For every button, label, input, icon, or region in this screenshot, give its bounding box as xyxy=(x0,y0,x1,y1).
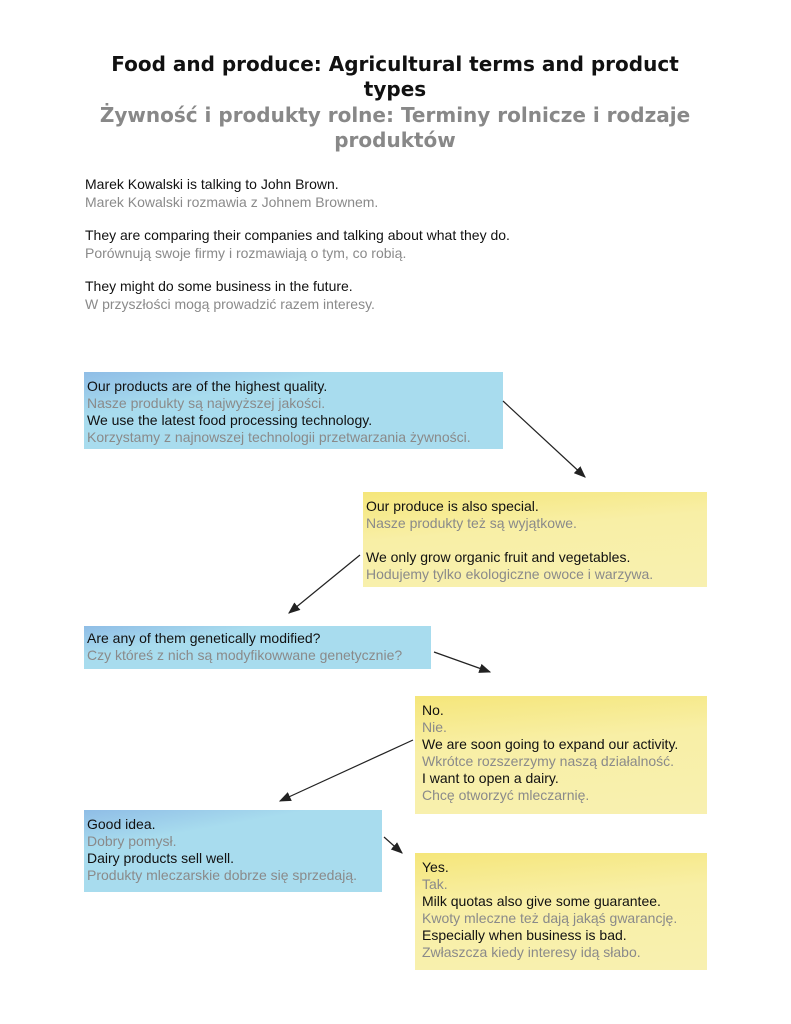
line-en: Are any of them genetically modified? xyxy=(87,630,321,646)
line-pl: Nasze produkty są najwyższej jakości. xyxy=(87,395,326,411)
line-en: Yes. xyxy=(422,859,449,875)
intro-en: They might do some business in the futur… xyxy=(85,278,353,294)
title-english: Food and produce: Agricultural terms and… xyxy=(111,52,679,101)
line-pl: Nie. xyxy=(422,719,447,735)
line-en: Milk quotas also give some guarantee. xyxy=(422,893,661,909)
speech-box-2: Our produce is also special. Nasze produ… xyxy=(363,492,707,587)
line-pl: Korzystamy z najnowszej technologii prze… xyxy=(87,429,471,445)
arrow-5 xyxy=(383,836,403,854)
line-pl: Tak. xyxy=(422,876,448,892)
speech-box-6: Yes. Tak. Milk quotas also give some gua… xyxy=(415,853,707,970)
speech-box-3: Are any of them genetically modified? Cz… xyxy=(84,626,431,669)
line-pl: Czy któreś z nich są modyfikowwane genet… xyxy=(87,647,403,663)
line-en: We are soon going to expand our activity… xyxy=(422,736,679,752)
arrow-1 xyxy=(502,400,586,478)
line-en: Our produce is also special. xyxy=(366,498,539,514)
line-en: I want to open a dairy. xyxy=(422,770,559,786)
intro-3: They might do some business in the futur… xyxy=(85,277,375,313)
line-pl: Zwłaszcza kiedy interesy idą słabo. xyxy=(422,944,641,960)
line-en: No. xyxy=(422,702,444,718)
line-pl: Hodujemy tylko ekologiczne owoce i warzy… xyxy=(366,566,654,582)
line-en: Our products are of the highest quality. xyxy=(87,378,328,394)
arrow-3 xyxy=(433,651,492,673)
intro-en: They are comparing their companies and t… xyxy=(85,227,510,243)
line-pl: Kwoty mleczne też dają jakąś gwarancję. xyxy=(422,910,678,926)
line-en: We use the latest food processing techno… xyxy=(87,412,373,428)
title-polish: Żywność i produkty rolne: Terminy rolnic… xyxy=(99,103,691,152)
intro-pl: Porównują swoje firmy i rozmawiają o tym… xyxy=(85,245,407,261)
speech-box-4: No. Nie. We are soon going to expand our… xyxy=(415,696,707,814)
speech-box-1: Our products are of the highest quality.… xyxy=(84,372,503,449)
intro-1: Marek Kowalski is talking to John Brown.… xyxy=(85,175,378,211)
arrow-2 xyxy=(288,554,361,614)
line-pl: Nasze produkty też są wyjątkowe. xyxy=(366,515,577,531)
line-pl: Wkrótce rozszerzymy naszą działalność. xyxy=(422,753,675,769)
speech-box-5: Good idea. Dobry pomysł. Dairy products … xyxy=(84,810,382,892)
intro-pl: W przyszłości mogą prowadzić razem inter… xyxy=(85,296,375,312)
intro-2: They are comparing their companies and t… xyxy=(85,226,510,262)
line-pl: Chcę otworzyć mleczarnię. xyxy=(422,787,590,803)
line-en: Dairy products sell well. xyxy=(87,850,235,866)
line-pl: Dobry pomysł. xyxy=(87,833,177,849)
line-en: Good idea. xyxy=(87,816,156,832)
line-pl: Produkty mleczarskie dobrze się sprzedaj… xyxy=(87,867,358,883)
intro-pl: Marek Kowalski rozmawia z Johnem Brownem… xyxy=(85,194,379,210)
line-en: Especially when business is bad. xyxy=(422,927,627,943)
intro-en: Marek Kowalski is talking to John Brown. xyxy=(85,176,339,192)
arrow-4 xyxy=(278,739,414,802)
line-en: We only grow organic fruit and vegetable… xyxy=(366,549,631,565)
